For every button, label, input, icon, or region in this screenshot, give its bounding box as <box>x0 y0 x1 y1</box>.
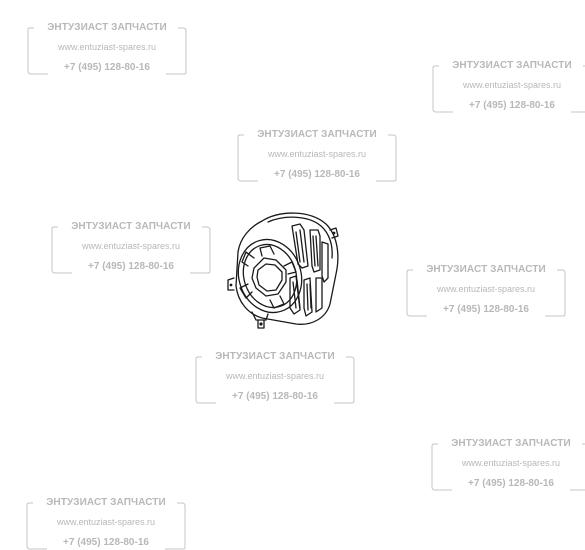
watermark-website: www.entuziast-spares.ru <box>436 284 536 294</box>
watermark-phone: +7 (495) 128-80-16 <box>407 304 565 315</box>
watermark-lower-center: ЭНТУЗИАСТ ЗАПЧАСТИ www.entuziast-spares.… <box>195 351 355 404</box>
watermark-frame <box>27 27 187 75</box>
motor-stator-icon <box>227 212 339 329</box>
watermark-phone: +7 (495) 128-80-16 <box>28 62 186 73</box>
watermark-website: www.entuziast-spares.ru <box>267 149 367 159</box>
watermark-phone: +7 (495) 128-80-16 <box>238 169 396 180</box>
watermark-frame <box>432 65 585 113</box>
watermark-company: ЭНТУЗИАСТ ЗАПЧАСТИ <box>433 60 585 71</box>
watermark-upper-center: ЭНТУЗИАСТ ЗАПЧАСТИ www.entuziast-spares.… <box>237 129 397 182</box>
watermark-frame <box>406 269 566 317</box>
watermark-lower-right: ЭНТУЗИАСТ ЗАПЧАСТИ www.entuziast-spares.… <box>431 438 585 491</box>
watermark-company: ЭНТУЗИАСТ ЗАПЧАСТИ <box>432 438 585 449</box>
watermark-frame <box>195 356 355 404</box>
watermark-website: www.entuziast-spares.ru <box>81 241 181 251</box>
watermark-company: ЭНТУЗИАСТ ЗАПЧАСТИ <box>407 264 565 275</box>
watermark-frame <box>51 226 211 274</box>
watermark-phone: +7 (495) 128-80-16 <box>432 478 585 489</box>
watermark-company: ЭНТУЗИАСТ ЗАПЧАСТИ <box>27 497 185 508</box>
watermark-website: www.entuziast-spares.ru <box>225 371 325 381</box>
watermark-company: ЭНТУЗИАСТ ЗАПЧАСТИ <box>28 22 186 33</box>
watermark-middle-right: ЭНТУЗИАСТ ЗАПЧАСТИ www.entuziast-spares.… <box>406 264 566 317</box>
watermark-top-right: ЭНТУЗИАСТ ЗАПЧАСТИ www.entuziast-spares.… <box>432 60 585 113</box>
watermark-phone: +7 (495) 128-80-16 <box>196 391 354 402</box>
watermark-phone: +7 (495) 128-80-16 <box>433 100 585 111</box>
watermark-website: www.entuziast-spares.ru <box>57 42 157 52</box>
watermark-phone: +7 (495) 128-80-16 <box>27 537 185 548</box>
watermark-website: www.entuziast-spares.ru <box>56 517 156 527</box>
watermark-website: www.entuziast-spares.ru <box>461 458 561 468</box>
watermark-frame <box>431 443 585 491</box>
watermark-middle-left: ЭНТУЗИАСТ ЗАПЧАСТИ www.entuziast-spares.… <box>51 221 211 274</box>
watermark-website: www.entuziast-spares.ru <box>462 80 562 90</box>
watermark-bottom-left: ЭНТУЗИАСТ ЗАПЧАСТИ www.entuziast-spares.… <box>26 497 186 550</box>
watermark-phone: +7 (495) 128-80-16 <box>52 261 210 272</box>
watermark-top-left: ЭНТУЗИАСТ ЗАПЧАСТИ www.entuziast-spares.… <box>27 22 187 75</box>
watermark-company: ЭНТУЗИАСТ ЗАПЧАСТИ <box>52 221 210 232</box>
watermark-company: ЭНТУЗИАСТ ЗАПЧАСТИ <box>196 351 354 362</box>
watermark-company: ЭНТУЗИАСТ ЗАПЧАСТИ <box>238 129 396 140</box>
watermark-frame <box>237 134 397 182</box>
